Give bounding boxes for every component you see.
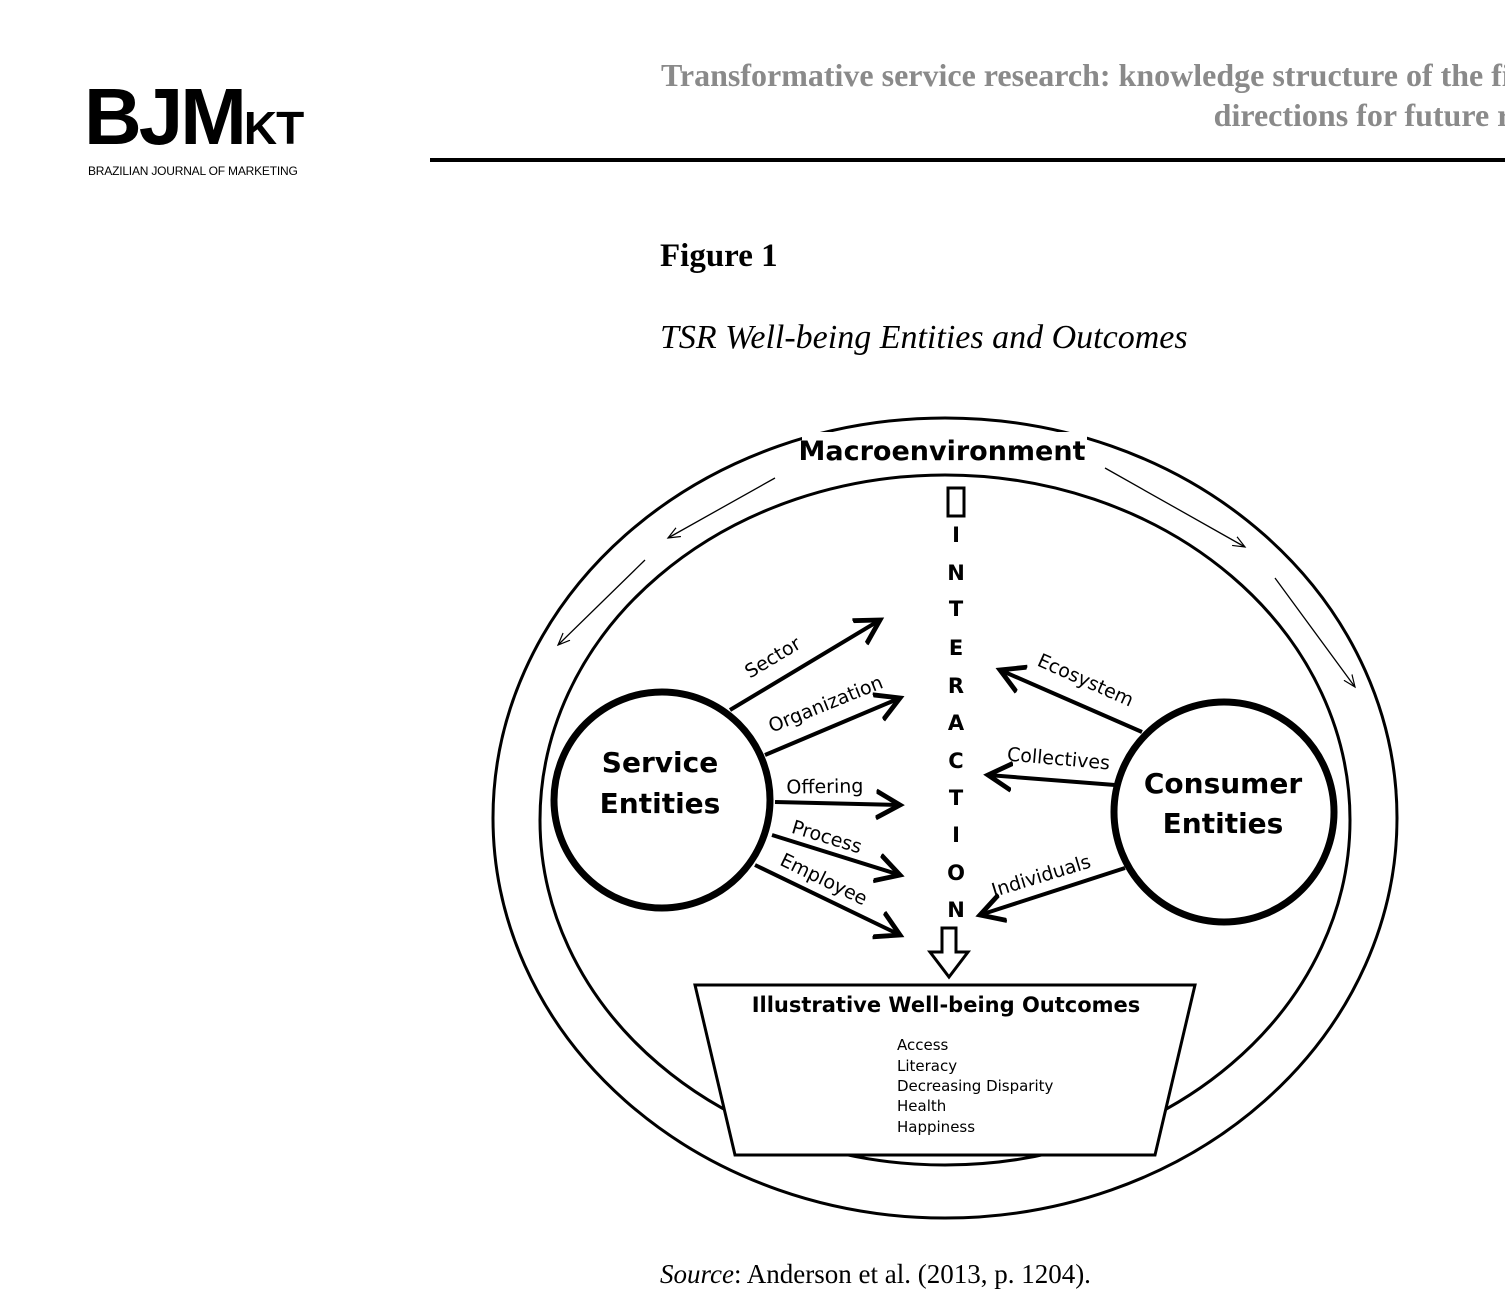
interaction-letter: I (952, 823, 960, 847)
interaction-letter: R (948, 674, 964, 698)
interaction-letter: C (948, 749, 963, 773)
outcome-item: Happiness (897, 1118, 975, 1136)
arrow-organization (764, 698, 900, 757)
arrow-collectives (988, 775, 1116, 785)
consumer-label-line-2: Entities (1163, 807, 1284, 840)
interaction-column: I N T E R A C T I O N (947, 523, 965, 922)
outcome-item: Decreasing Disparity (897, 1077, 1054, 1095)
macro-flow-arrow (1104, 467, 1245, 547)
macro-label: Macroenvironment (798, 436, 1085, 467)
figure-source-note: Source: Anderson et al. (2013, p. 1204). (660, 1257, 1091, 1291)
service-label-line-2: Entities (600, 787, 721, 820)
tsr-diagram: Macroenvironment I N T E R A C T I O N S… (491, 416, 1399, 1220)
source-citation: : Anderson et al. (2013, p. 1204). (733, 1259, 1091, 1289)
outcomes-box (693, 983, 1197, 1157)
interaction-letter: N (947, 898, 965, 922)
arrow-ecosystem (1000, 670, 1143, 734)
label-collectives: Collectives (1006, 744, 1111, 775)
consumer-arrows (980, 670, 1143, 915)
label-ecosystem: Ecosystem (1034, 650, 1137, 712)
label-employee: Employee (777, 849, 871, 910)
running-header-title: Transformative service research: knowled… (525, 55, 1505, 135)
label-sector: Sector (741, 633, 805, 683)
figure-label: Figure 1 (660, 238, 778, 274)
service-label-line-1: Service (602, 746, 718, 779)
interaction-letter: N (947, 561, 965, 585)
label-offering: Offering (786, 775, 863, 798)
figure-title: TSR Well-being Entities and Outcomes (660, 319, 1188, 356)
header-title-line-2: directions for future re (1213, 97, 1505, 133)
logo-wordmark: BJMKT (84, 72, 304, 171)
macro-flow-arrow (668, 477, 776, 538)
logo-main-letters: BJM (84, 72, 247, 161)
interaction-letter: O (947, 861, 965, 885)
macro-outer-ellipse (491, 416, 1399, 1220)
service-arrows (728, 620, 900, 935)
outcomes-title: Illustrative Well-being Outcomes (752, 993, 1141, 1017)
arrow-individuals (980, 866, 1126, 915)
consumer-label-line-1: Consumer (1144, 767, 1302, 800)
header-title-line-1: Transformative service research: knowled… (660, 57, 1505, 93)
outcome-item: Literacy (897, 1057, 957, 1075)
source-label: Source (660, 1259, 734, 1289)
arrow-process (771, 833, 900, 875)
consumer-entities-circle (1110, 698, 1338, 926)
macro-flow-arrow (558, 559, 646, 645)
interaction-letter: T (949, 597, 964, 621)
interaction-top-box (946, 486, 966, 518)
arrow-employee (754, 863, 900, 935)
interaction-letter: E (949, 636, 963, 660)
outcome-item: Health (897, 1097, 946, 1115)
macro-flow-arrow (1274, 577, 1355, 687)
header-rule (430, 158, 1505, 162)
arrow-sector (728, 620, 880, 712)
journal-logo: BJMKT BRAZILIAN JOURNAL OF MARKETING (84, 74, 344, 184)
interaction-letter: A (948, 711, 965, 735)
hollow-down-arrow (926, 926, 972, 980)
outcome-item: Access (897, 1036, 949, 1054)
macro-inner-ellipse (538, 473, 1352, 1167)
service-entities-circle (550, 688, 774, 912)
interaction-letter: T (949, 786, 964, 810)
logo-subtitle: BRAZILIAN JOURNAL OF MARKETING (88, 164, 298, 178)
interaction-letter: I (952, 523, 960, 547)
arrow-offering (774, 802, 900, 805)
logo-small-letters: KT (243, 102, 304, 154)
